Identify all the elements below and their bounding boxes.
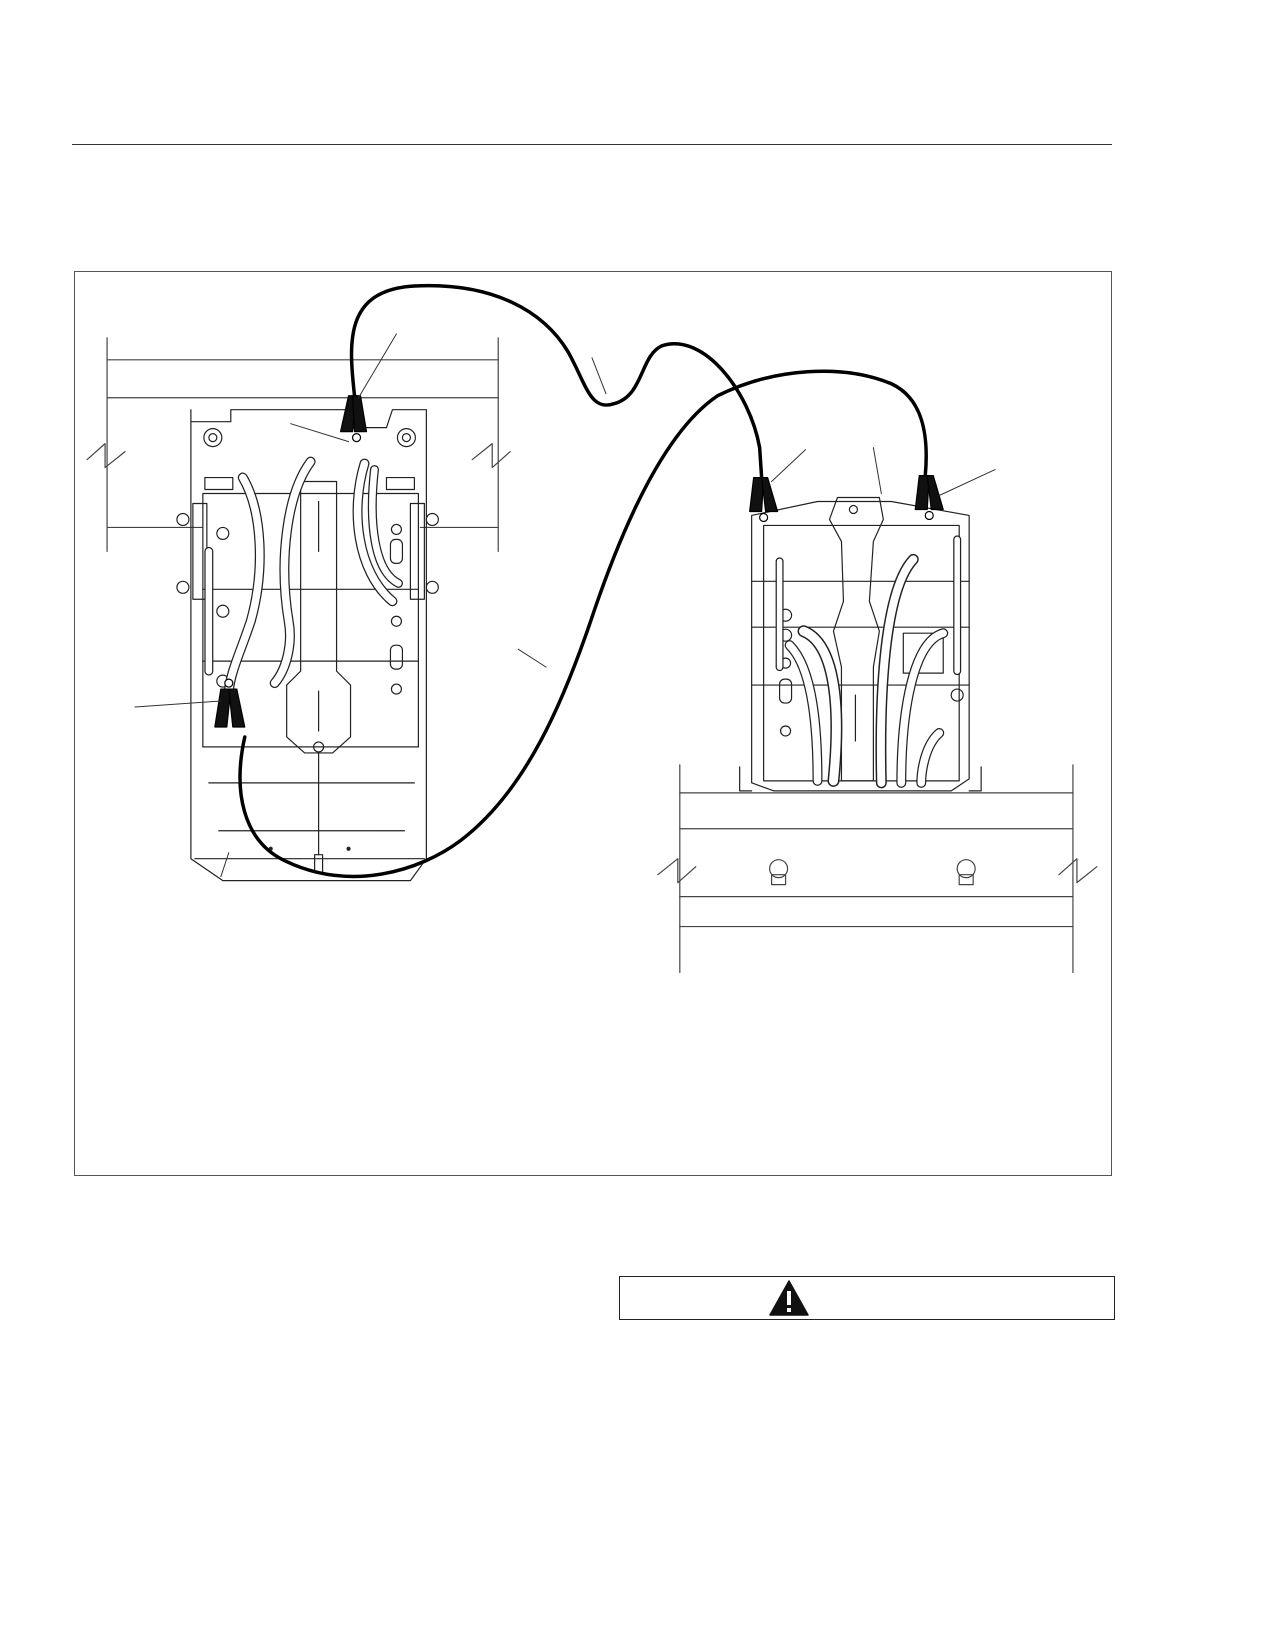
warning-triangle-icon bbox=[769, 1280, 809, 1316]
warning-banner bbox=[619, 1276, 1115, 1320]
jump-start-figure bbox=[74, 271, 1112, 1176]
callout-leaders bbox=[134, 333, 996, 878]
jumper-cable-icon bbox=[238, 283, 928, 879]
clamp-icon bbox=[214, 395, 944, 728]
left-frame-rail bbox=[86, 337, 511, 552]
battery-left-icon bbox=[176, 409, 439, 882]
header-rule bbox=[72, 144, 1112, 145]
battery-right-icon bbox=[739, 496, 982, 792]
right-frame-rail bbox=[657, 764, 1098, 974]
jump-start-diagram bbox=[86, 283, 1098, 974]
